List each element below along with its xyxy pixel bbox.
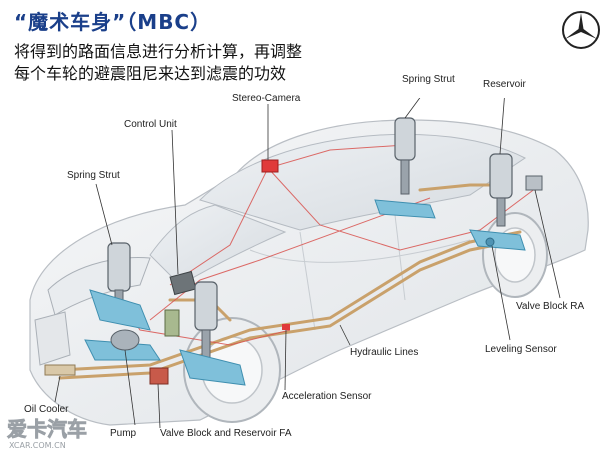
- stereo-camera-unit: [261, 159, 279, 173]
- mercedes-benz-logo-icon: [562, 11, 600, 49]
- label-pump: Pump: [110, 428, 137, 439]
- description-line-2: 每个车轮的避震阻尼来达到滤震的功效: [14, 64, 287, 83]
- valve-block-ra-unit: [525, 175, 543, 191]
- label-stereo-camera: Stereo-Camera: [232, 93, 301, 104]
- acceleration-sensor-unit: [282, 324, 290, 330]
- control-unit-box: [169, 270, 197, 296]
- page-title: “魔术车身”（MBC）: [14, 10, 212, 34]
- description-line-1: 将得到的路面信息进行分析计算，再调整: [14, 42, 303, 61]
- valve-block-reservoir-fa-unit: [149, 309, 180, 385]
- label-oil-cooler: Oil Cooler: [24, 404, 69, 415]
- svg-text:XCAR.COM.CN: XCAR.COM.CN: [9, 441, 66, 450]
- pump-unit: [110, 329, 140, 351]
- label-control-unit: Control Unit: [124, 119, 177, 130]
- header-panel: [0, 0, 608, 98]
- oil-cooler-unit: [44, 364, 76, 376]
- label-reservoir: Reservoir: [483, 79, 526, 90]
- label-spring-strut-rear: Spring Strut: [402, 74, 455, 85]
- svg-text:爱卡汽车: 爱卡汽车: [7, 417, 87, 441]
- front-spring-strut-right: [179, 281, 246, 386]
- label-valve-block-ra: Valve Block RA: [516, 301, 585, 312]
- reservoir-unit: [469, 153, 526, 251]
- rear-spring-strut: [374, 117, 436, 219]
- label-acceleration-sensor: Acceleration Sensor: [282, 391, 372, 402]
- label-spring-strut-front: Spring Strut: [67, 170, 120, 181]
- label-hydraulic-lines: Hydraulic Lines: [350, 347, 419, 358]
- leveling-sensor-unit: [485, 237, 495, 247]
- label-valve-block-reservoir-fa: Valve Block and Reservoir FA: [160, 428, 292, 439]
- label-leveling-sensor: Leveling Sensor: [485, 344, 557, 355]
- rear-wheel: [482, 212, 548, 298]
- xcar-watermark-logo: 爱卡汽车 XCAR.COM.CN: [7, 417, 88, 450]
